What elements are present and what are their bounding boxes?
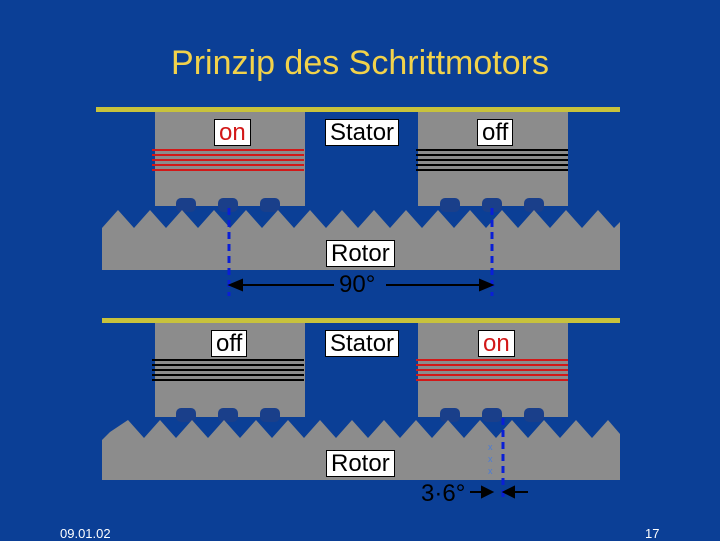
stator-teeth-right [440,408,544,422]
stator-teeth-left [176,198,280,212]
page-number: 17 [645,526,660,541]
svg-text:x: x [488,454,493,464]
rotor-label: Rotor [326,450,395,477]
coil-right-on [416,359,568,381]
coil-state-label: on [478,330,515,357]
svg-text:x: x [488,442,493,452]
angle-label: 90° [339,271,376,298]
coil-right-off [416,149,568,171]
stator-rail [102,318,620,323]
stator-teeth-right [440,198,544,212]
angle-arrow [470,485,528,499]
stator-teeth-left [176,408,280,422]
coil-state-label: off [477,119,514,146]
coil-state-label: off [211,330,248,357]
coil-state-label: on [214,119,251,146]
offset-markers: x x x [488,442,493,476]
page-title: Prinzip des Schrittmotors [171,44,549,82]
stator-label: Stator [325,330,400,357]
angle-label: 3·6° [421,480,466,507]
stator-label: Stator [325,119,400,146]
footer-date: 09.01.02 [60,526,111,541]
coil-left-off [152,359,304,381]
stator-rail [96,107,620,112]
rotor-label: Rotor [326,240,395,267]
svg-text:x: x [488,466,493,476]
angle-arrow [227,278,495,292]
coil-left-on [152,149,304,171]
